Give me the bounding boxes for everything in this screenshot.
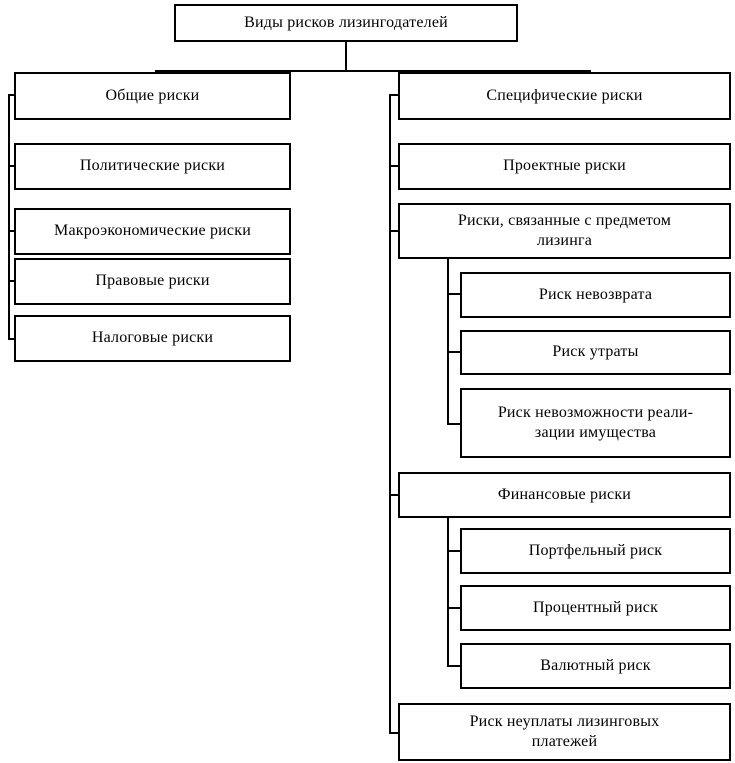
- node-resale-impossibility-risk: Риск невозможности реали- зации имуществ…: [460, 388, 731, 458]
- node-financial-risks: Финансовые риски: [398, 472, 731, 518]
- connector-left-stub-0: [8, 94, 16, 96]
- node-political-risks: Политические риски: [14, 143, 291, 190]
- node-portfolio-risk-label: Портфельный риск: [528, 541, 663, 559]
- node-non-return-risk: Риск невозврата: [460, 272, 731, 318]
- connector-financial-subspine: [447, 516, 449, 667]
- node-legal-risks: Правовые риски: [14, 258, 291, 305]
- node-non-return-risk-label: Риск невозврата: [538, 285, 653, 303]
- node-general-risks-label: Общие риски: [105, 86, 200, 104]
- node-macroeconomic-risks: Макроэкономические риски: [14, 208, 291, 255]
- node-currency-risk: Валютный риск: [460, 643, 731, 689]
- node-lease-payment-default-risk: Риск неуплаты лизинговых платежей: [398, 703, 731, 761]
- connector-root-bus: [155, 70, 591, 72]
- node-portfolio-risk: Портфельный риск: [460, 528, 731, 574]
- connector-right-stub-4: [389, 732, 400, 734]
- node-asset-related-risks: Риски, связанные с предметом лизинга: [398, 203, 731, 259]
- node-loss-risk: Риск утраты: [460, 330, 731, 375]
- connector-financial-sub-stub-2: [447, 665, 460, 667]
- node-interest-rate-risk-label: Процентный риск: [532, 598, 659, 616]
- connector-left-stub-4: [8, 338, 16, 340]
- node-specific-risks-label: Специфические риски: [486, 86, 643, 104]
- connector-financial-sub-stub-1: [447, 607, 460, 609]
- connector-left-spine: [8, 94, 10, 340]
- connector-asset-sub-stub-2: [447, 423, 460, 425]
- connector-asset-subspine: [447, 257, 449, 425]
- node-specific-risks: Специфические риски: [398, 72, 731, 120]
- node-root: Виды рисков лизингодателей: [174, 4, 518, 42]
- node-currency-risk-label: Валютный риск: [540, 656, 651, 674]
- node-lease-payment-default-risk-label: Риск неуплаты лизинговых платежей: [469, 712, 660, 750]
- node-general-risks: Общие риски: [14, 72, 291, 120]
- node-project-risks-label: Проектные риски: [503, 157, 626, 175]
- connector-right-stub-1: [389, 165, 400, 167]
- connector-right-stub-3: [389, 494, 400, 496]
- connector-right-spine: [389, 94, 391, 734]
- node-root-label: Виды рисков лизингодателей: [244, 13, 448, 31]
- node-resale-impossibility-risk-label: Риск невозможности реали- зации имуществ…: [497, 403, 694, 441]
- node-legal-risks-label: Правовые риски: [95, 272, 210, 290]
- connector-financial-sub-stub-0: [447, 550, 460, 552]
- connector-left-stub-2: [8, 230, 16, 232]
- connector-root-stem: [345, 42, 347, 70]
- node-interest-rate-risk: Процентный риск: [460, 585, 731, 631]
- node-project-risks: Проектные риски: [398, 143, 731, 190]
- connector-left-stub-1: [8, 165, 16, 167]
- node-asset-related-risks-label: Риски, связанные с предметом лизинга: [457, 211, 672, 249]
- connector-left-stub-3: [8, 280, 16, 282]
- node-tax-risks-label: Налоговые риски: [91, 329, 214, 347]
- connector-right-stub-0: [389, 94, 400, 96]
- node-financial-risks-label: Финансовые риски: [497, 485, 632, 503]
- connector-asset-sub-stub-1: [447, 351, 460, 353]
- node-macroeconomic-risks-label: Макроэкономические риски: [54, 222, 251, 240]
- connector-right-stub-2: [389, 230, 400, 232]
- connector-asset-sub-stub-0: [447, 293, 460, 295]
- node-tax-risks: Налоговые риски: [14, 315, 291, 362]
- node-political-risks-label: Политические риски: [79, 157, 226, 175]
- node-loss-risk-label: Риск утраты: [552, 343, 639, 361]
